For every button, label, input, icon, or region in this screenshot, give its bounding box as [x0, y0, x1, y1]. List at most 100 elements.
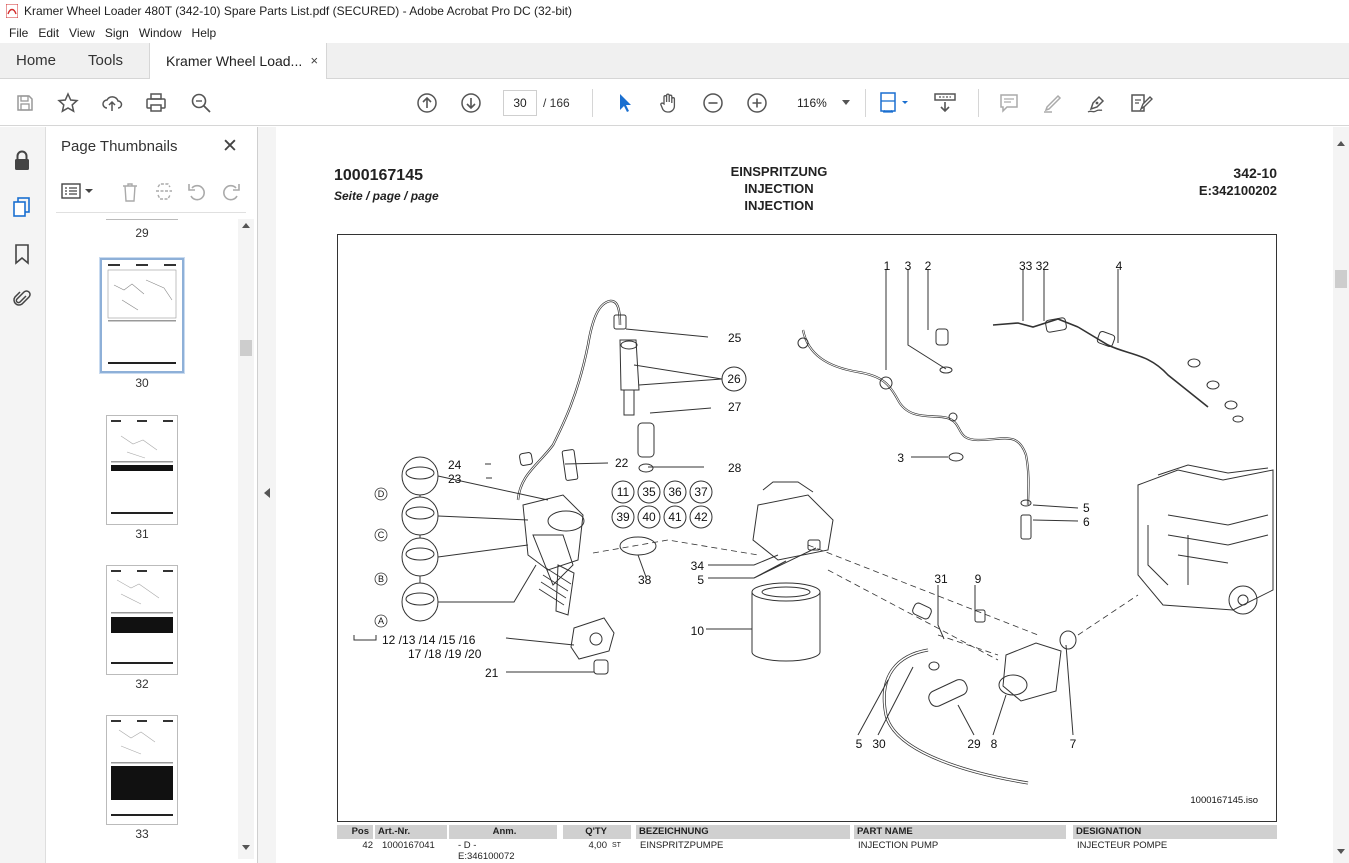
title-bar: Kramer Wheel Loader 480T (342-10) Spare … [0, 0, 1349, 22]
scroll-up-icon[interactable] [242, 223, 250, 229]
thumbnail-label-30: 30 [135, 376, 149, 390]
rotate-clockwise-icon[interactable] [220, 181, 242, 206]
rotate-counterclockwise-icon[interactable] [186, 181, 208, 206]
menu-edit[interactable]: Edit [38, 25, 60, 40]
tab-document[interactable]: Kramer Wheel Load... × [149, 43, 328, 79]
panel-scroll-thumb[interactable] [240, 340, 252, 356]
zoom-level-value: 116% [797, 96, 827, 110]
thumbnail-page-33[interactable] [106, 715, 178, 825]
comment-icon[interactable] [997, 91, 1021, 115]
delete-page-icon[interactable] [120, 181, 140, 206]
callout-22: 22 [615, 456, 629, 470]
page-label: Seite / page / page [334, 189, 439, 203]
scroll-mode-icon[interactable] [932, 91, 958, 115]
menu-file[interactable]: File [9, 25, 29, 40]
page-thumbnails-icon[interactable] [10, 195, 34, 219]
toolbar [0, 79, 1349, 126]
left-navigation-rail [0, 127, 46, 863]
acrobat-logo-icon [6, 4, 18, 18]
thumbnail-label-31: 31 [135, 527, 149, 541]
document-view: 1000167145 Seite / page / page EINSPRITZ… [276, 127, 1333, 863]
model-code: 342-10 E:342100202 [1156, 165, 1277, 199]
cell-qty: 4,00 [588, 840, 608, 851]
callout-38: 38 [638, 573, 652, 587]
thumbnail-page-31[interactable] [106, 415, 178, 525]
callout-10: 10 [691, 624, 705, 638]
model-number: 342-10 [1233, 165, 1277, 181]
thumbnail-page-32[interactable] [106, 565, 178, 675]
header-art-nr: Art.-Nr. [375, 825, 447, 839]
callout-letter-c: C [378, 530, 385, 540]
cell-pos: 42 [362, 840, 373, 851]
panel-collapse-handle[interactable] [258, 127, 276, 863]
close-panel-icon[interactable]: ✕ [222, 136, 238, 157]
zoom-out-icon[interactable] [701, 91, 725, 115]
menu-window[interactable]: Window [138, 25, 182, 40]
scroll-down-icon[interactable] [242, 845, 250, 851]
section-title-en: INJECTION [744, 181, 814, 196]
callout-23: 23 [448, 472, 462, 486]
section-title-de: EINSPRITZUNG [730, 164, 828, 179]
save-icon[interactable] [13, 91, 37, 115]
zoom-level-select[interactable]: 116% [787, 90, 857, 116]
cell-part-name: INJECTION PUMP [858, 840, 939, 851]
callout-4: 4 [1116, 259, 1123, 273]
bookmarks-icon[interactable] [10, 242, 34, 266]
iso-label: 1000167145.iso [1190, 795, 1258, 806]
thumbnail-label-32: 32 [135, 677, 149, 691]
previous-page-icon[interactable] [415, 91, 439, 115]
highlight-pen-icon[interactable] [1041, 91, 1065, 115]
callout-2: 2 [925, 259, 932, 273]
print-icon[interactable] [144, 91, 168, 115]
cell-anm: - D - [458, 840, 477, 851]
document-scrollbar[interactable] [1333, 127, 1349, 863]
select-cursor-icon[interactable] [613, 91, 637, 115]
tab-bar: Home Tools Kramer Wheel Load... × [0, 43, 1349, 79]
menu-view[interactable]: View [69, 25, 95, 40]
cell-art-nr: 1000167041 [382, 840, 435, 851]
sign-pen-icon[interactable] [1085, 91, 1109, 115]
thumbnail-preview [111, 420, 173, 514]
callout-range-1: 12 /13 /14 /15 /16 [382, 633, 476, 647]
scroll-down-icon[interactable] [1337, 849, 1345, 855]
tab-home[interactable]: Home [16, 52, 57, 69]
tab-tools[interactable]: Tools [88, 52, 124, 69]
callout-31: 31 [934, 572, 948, 586]
thumbnail-page-30[interactable] [99, 257, 185, 374]
callout-6: 6 [1083, 515, 1090, 529]
scroll-up-icon[interactable] [1337, 141, 1345, 147]
callout-9: 9 [975, 572, 982, 586]
panel-scrollbar[interactable] [238, 219, 254, 859]
thumbnail-page-29-edge[interactable] [106, 217, 178, 220]
page-number-input[interactable]: 30 [503, 90, 537, 116]
thumbnail-options-icon[interactable] [61, 181, 95, 204]
callout-3b: 3 [897, 451, 904, 465]
upload-cloud-icon[interactable] [100, 91, 124, 115]
bookmark-star-icon[interactable] [56, 91, 80, 115]
page-thumbnails-panel: Page Thumbnails ✕ 29 30 [46, 127, 258, 863]
section-title: EINSPRITZUNG INJECTION INJECTION [716, 163, 842, 214]
fill-sign-icon[interactable] [1129, 91, 1153, 115]
close-tab-icon[interactable]: × [310, 53, 319, 68]
next-page-icon[interactable] [459, 91, 483, 115]
section-title-fr: INJECTION [744, 198, 814, 213]
fit-page-icon[interactable] [877, 91, 913, 115]
toolbar-separator [865, 89, 866, 117]
lock-icon[interactable] [10, 149, 34, 173]
attachments-icon[interactable] [10, 287, 34, 311]
menu-sign[interactable]: Sign [104, 25, 129, 40]
diagram-svg: 1 3 2 33 32 4 3 5 6 25 26 27 22 28 24 23… [353, 259, 1274, 806]
document-scroll-thumb[interactable] [1335, 270, 1347, 288]
menu-help[interactable]: Help [191, 25, 217, 40]
chevron-left-icon [264, 488, 270, 498]
hand-tool-icon[interactable] [657, 91, 681, 115]
thumbnail-preview [107, 264, 177, 364]
zoom-in-icon[interactable] [745, 91, 769, 115]
toolbar-separator [978, 89, 979, 117]
window-title: Kramer Wheel Loader 480T (342-10) Spare … [24, 4, 573, 18]
callout-35: 35 [642, 485, 656, 499]
zoom-search-icon[interactable] [189, 91, 213, 115]
callout-28: 28 [728, 461, 742, 475]
callout-34: 34 [691, 559, 705, 573]
extract-page-icon[interactable] [154, 181, 174, 206]
